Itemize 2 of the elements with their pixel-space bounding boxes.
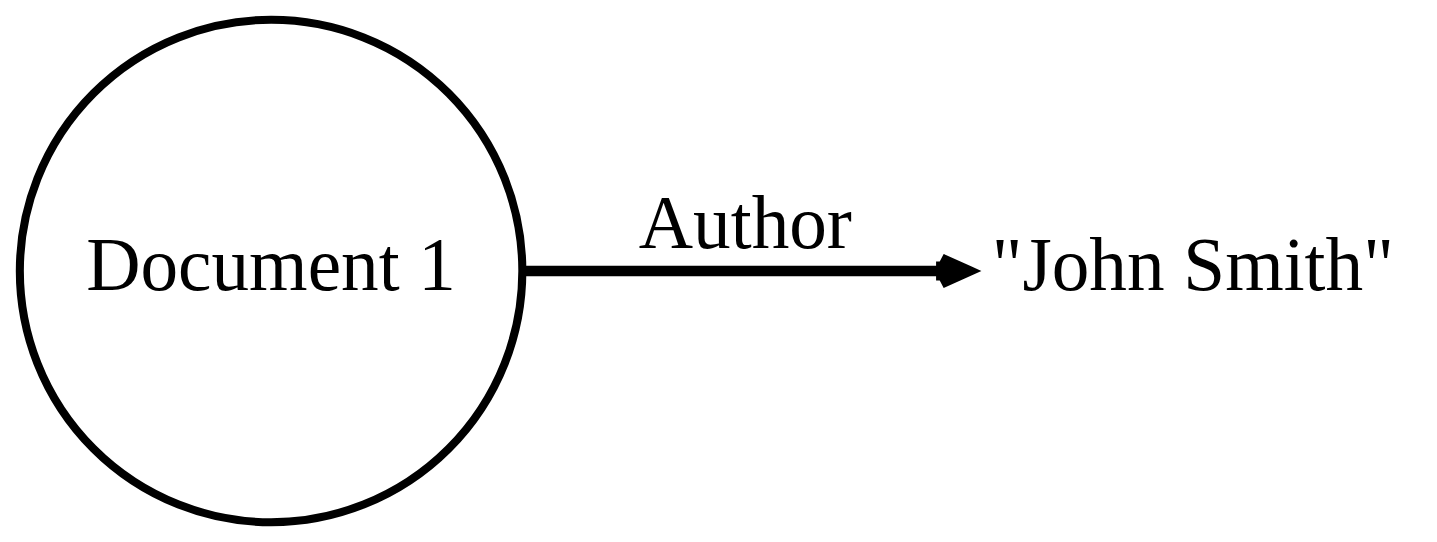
edge-label: Author xyxy=(638,180,852,264)
node-text: "John Smith" xyxy=(991,222,1394,306)
